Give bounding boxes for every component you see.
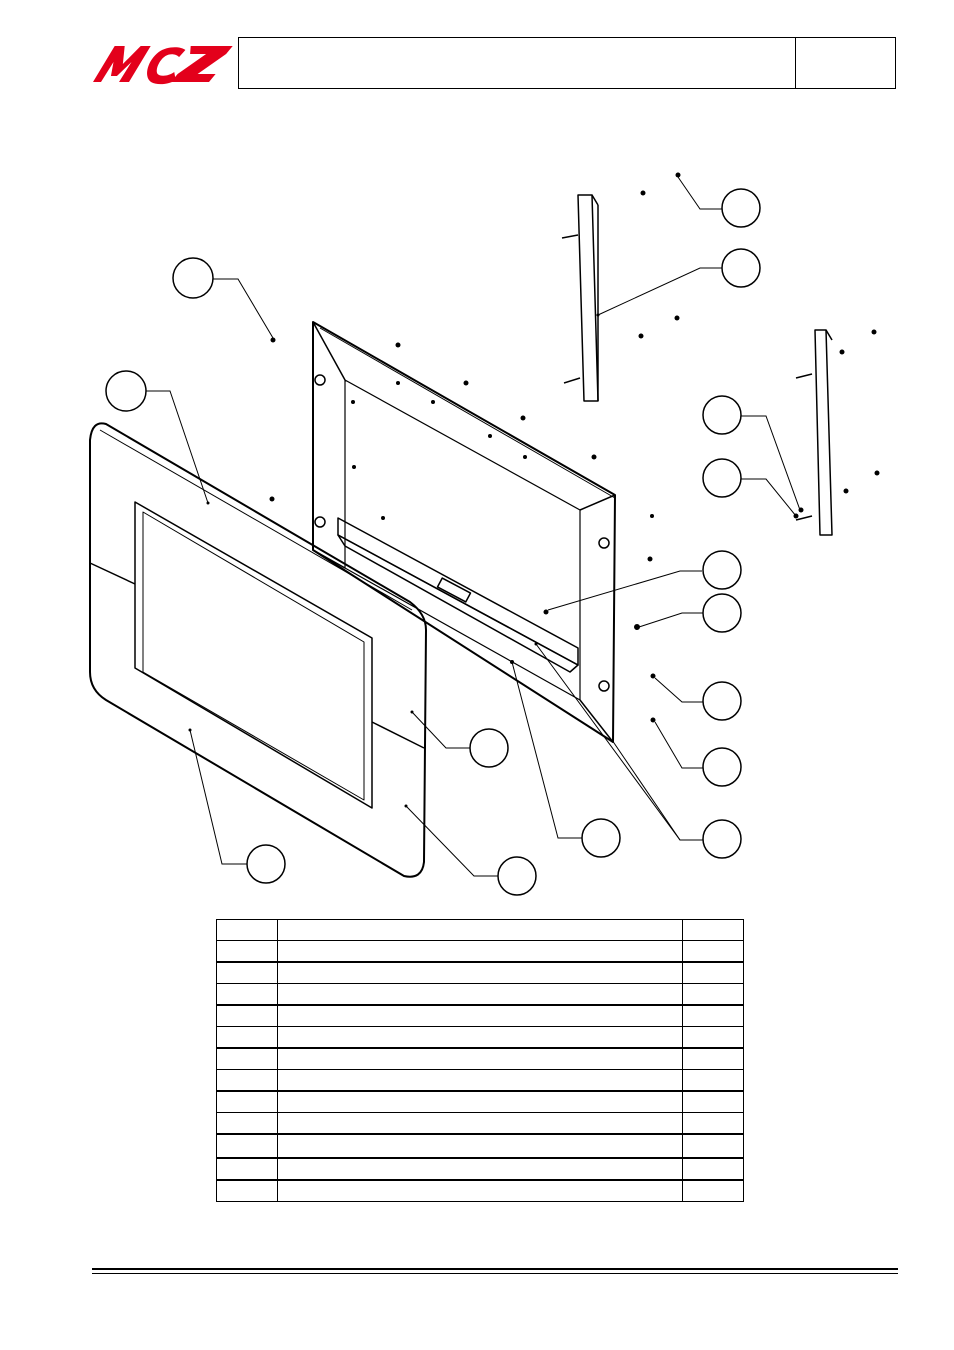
table-row (216, 961, 744, 984)
callout-4 (105, 370, 147, 412)
callout-8 (702, 593, 742, 633)
callout-12 (581, 818, 621, 858)
table-cell (682, 919, 744, 941)
footer-rule-thin (92, 1273, 898, 1274)
table-cell (276, 1179, 684, 1202)
table-cell (682, 1090, 744, 1113)
table-cell (682, 1069, 744, 1092)
leader-lines (145, 176, 801, 877)
table-cell (276, 1069, 684, 1092)
table-cell (682, 1026, 744, 1049)
table-cell (216, 1112, 278, 1135)
table-cell (216, 940, 278, 963)
table-cell (216, 961, 278, 984)
table-cell (216, 1090, 278, 1113)
callout-3 (172, 257, 214, 299)
callout-6 (702, 458, 742, 498)
table-cell (216, 1026, 278, 1049)
bottom-rail (337, 517, 579, 673)
callout-bubbles (105, 188, 761, 896)
table-cell (276, 961, 684, 984)
table-cell (682, 1133, 744, 1159)
left-bracket (561, 194, 599, 402)
header-box (238, 37, 896, 89)
table-row (216, 1047, 744, 1070)
callout-9 (702, 681, 742, 721)
callout-1 (721, 188, 761, 228)
table-row (216, 1004, 744, 1027)
table-cell (216, 1133, 278, 1159)
table-cell (276, 983, 684, 1006)
table-row (216, 983, 744, 1006)
table-cell (276, 1157, 684, 1181)
table-cell (682, 1047, 744, 1070)
table-cell (682, 1112, 744, 1135)
table-row (216, 1090, 744, 1113)
table-row (216, 1133, 744, 1159)
right-bracket (795, 329, 833, 536)
exploded-diagram (89, 172, 880, 896)
table-cell (216, 1047, 278, 1070)
mcz-logo (93, 46, 233, 85)
rear-frame (312, 321, 616, 743)
table-cell (216, 1069, 278, 1092)
table-cell (682, 1179, 744, 1202)
table-cell (682, 983, 744, 1006)
callout-10 (702, 747, 742, 787)
table-row (216, 1179, 744, 1202)
table-row (216, 1157, 744, 1181)
fasteners (188, 172, 880, 808)
callout-14 (497, 856, 537, 896)
table-cell (216, 1004, 278, 1027)
table-cell (682, 940, 744, 963)
callout-7 (702, 550, 742, 590)
table-row (216, 1026, 744, 1049)
table-cell (276, 1047, 684, 1070)
callout-15 (246, 844, 286, 884)
table-cell (276, 1004, 684, 1027)
table-cell (682, 1004, 744, 1027)
table-cell (682, 1157, 744, 1181)
table-cell (276, 919, 684, 941)
table-row (216, 1069, 744, 1092)
callout-5 (702, 395, 742, 435)
table-cell (216, 1157, 278, 1181)
table-cell (216, 983, 278, 1006)
callout-2 (721, 248, 761, 288)
table-cell (276, 1090, 684, 1113)
parts-table (216, 919, 744, 1202)
table-cell (216, 919, 278, 941)
table-cell (276, 1133, 684, 1159)
footer-rule (92, 1268, 898, 1270)
table-cell (276, 940, 684, 963)
table-cell (276, 1026, 684, 1049)
header-title (239, 38, 796, 88)
table-cell (682, 961, 744, 984)
front-panel (89, 422, 427, 878)
table-row (216, 940, 744, 963)
callout-13 (469, 728, 509, 768)
table-cell (216, 1179, 278, 1202)
table-row (216, 919, 744, 941)
table-cell (276, 1112, 684, 1135)
table-row (216, 1112, 744, 1135)
callout-11 (702, 819, 742, 859)
